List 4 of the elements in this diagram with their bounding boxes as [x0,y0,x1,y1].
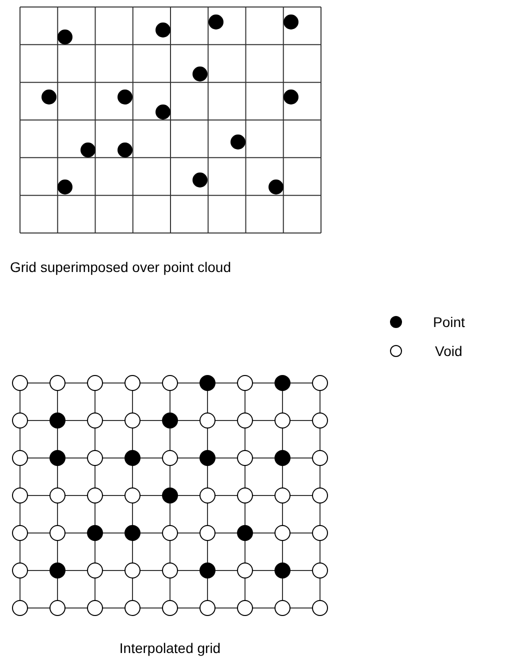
legend-label: Point [433,314,465,330]
legend-label: Void [435,343,462,359]
figure-caption: Grid superimposed over point cloud [10,259,232,275]
figure-caption: Interpolated grid [119,640,221,656]
